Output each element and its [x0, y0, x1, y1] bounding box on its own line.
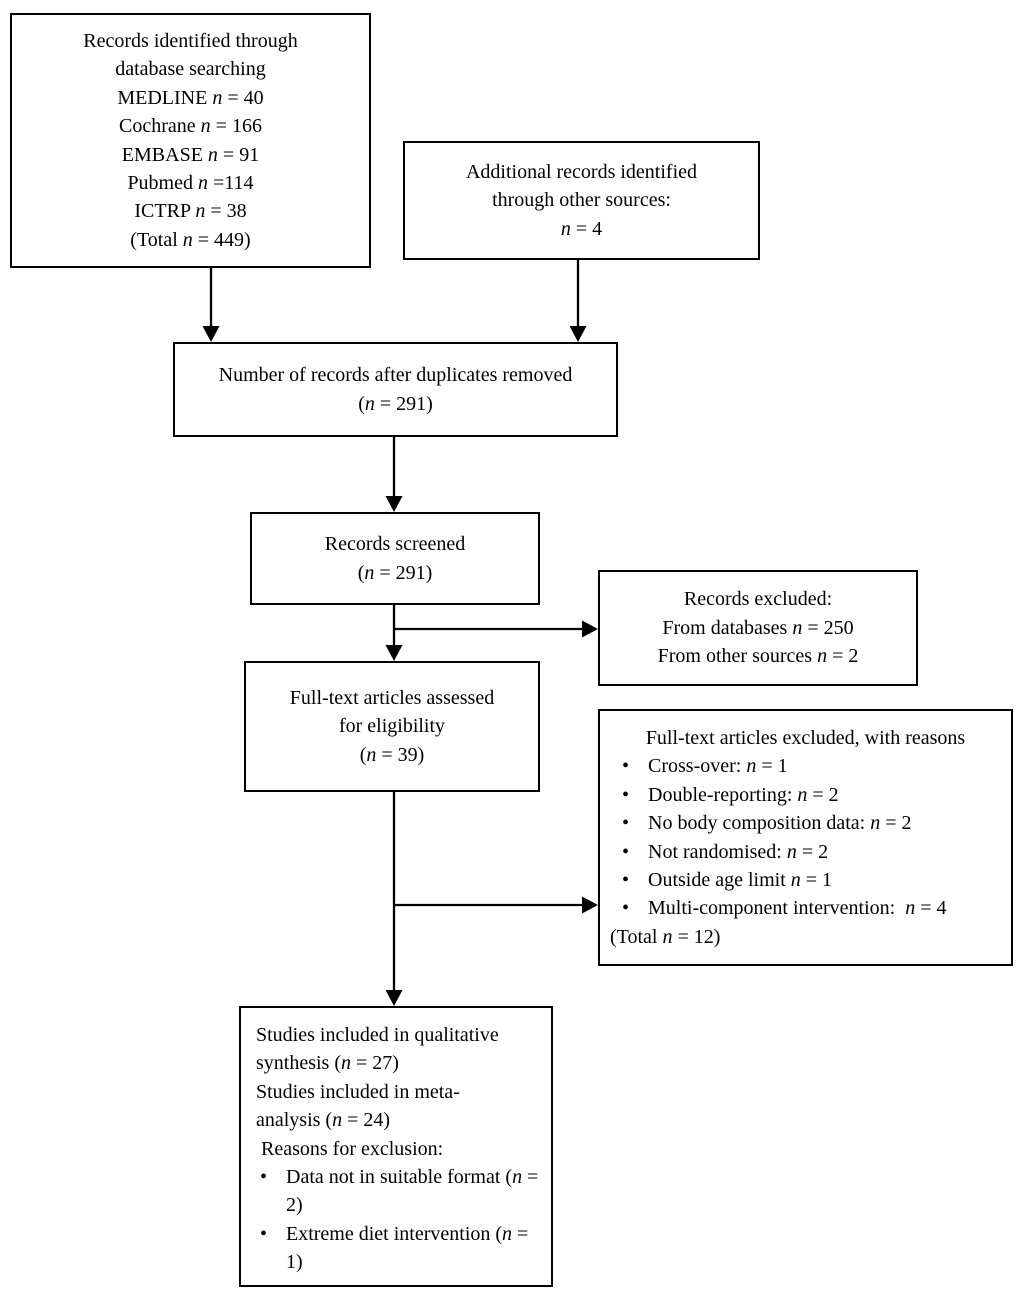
bullet-icon	[610, 752, 648, 780]
box-fulltext-assessed: Full-text articles assessed for eligibil…	[244, 661, 540, 792]
text-line: Pubmed n =114	[127, 171, 254, 194]
text-line: through other sources:	[492, 189, 671, 212]
text-line: Records excluded:	[683, 588, 833, 611]
arrow-fulltext-to-included	[385, 792, 403, 1006]
text-line: (n = 39)	[359, 743, 425, 766]
text-line: analysis (n = 24)	[256, 1109, 391, 1132]
bullet-icon	[256, 1220, 286, 1248]
bullet-text: (n = 1)	[286, 1222, 534, 1274]
text-line: From databases n = 250	[662, 616, 854, 639]
bullet-item: Double-reporting: n = 2	[610, 781, 1001, 809]
text-line: (Total n = 449)	[130, 228, 251, 251]
bullet-text: Not randomised: n = 2	[648, 840, 829, 863]
text-line: (n = 291)	[357, 561, 433, 584]
arrow-screened-to-records-excluded	[394, 620, 598, 638]
text-line: Additional records identified	[465, 160, 698, 183]
bullet-item: Multi-component intervention: n = 4	[610, 894, 1001, 922]
box-fulltext-excluded: Full-text articles excluded, with reason…	[598, 709, 1013, 966]
bullet-text: (n = 2)	[286, 1166, 544, 1217]
text-line: synthesis (n = 27)	[256, 1052, 399, 1075]
bullet-item: No body composition data: n = 2	[610, 809, 1001, 837]
arrow-fulltext-to-fulltext-excluded	[394, 896, 598, 914]
bullet-item: Outside age limit n = 1	[610, 866, 1001, 894]
bullet-icon	[256, 1163, 286, 1191]
bullet-item: Cross-over: n = 1	[610, 752, 1001, 780]
text-line: ICTRP n = 38	[134, 200, 247, 223]
text-line: MEDLINE n = 40	[117, 86, 264, 109]
bullet-icon	[610, 781, 648, 809]
box-records-screened: Records screened (n = 291)	[250, 512, 540, 605]
bullet-item: Data not in suitable format (n = 2)	[256, 1163, 541, 1220]
bullet-text: Outside age limit n = 1	[648, 869, 833, 892]
bullet-item: Extreme diet intervention (n = 1)	[256, 1220, 541, 1277]
arrow-identified-to-duplicates	[202, 268, 220, 342]
box-footer: (Total n = 12)	[610, 925, 721, 948]
bullet-text: Data not in suitable format	[286, 1166, 501, 1189]
bullet-item: Not randomised: n = 2	[610, 838, 1001, 866]
text-line: n = 4	[560, 217, 603, 240]
box-additional-records: Additional records identified through ot…	[403, 141, 760, 260]
box-records-identified: Records identified through database sear…	[10, 13, 371, 268]
box-duplicates-removed: Number of records after duplicates remov…	[173, 342, 618, 437]
text-line: Records identified through	[83, 29, 298, 52]
text-line: From other sources n = 2	[657, 645, 859, 668]
box-studies-included: Studies included in qualitative synthesi…	[239, 1006, 553, 1287]
text-line: Studies included in meta-	[256, 1080, 460, 1103]
text-line: for eligibility	[338, 715, 446, 738]
text-line: Reasons for exclusion:	[261, 1137, 444, 1160]
bullet-icon	[610, 866, 648, 894]
bullet-text: No body composition data: n = 2	[648, 812, 912, 835]
text-line: Cochrane n = 166	[119, 115, 262, 138]
box-title: Full-text articles excluded, with reason…	[645, 727, 966, 749]
arrow-screened-to-fulltext	[385, 605, 403, 661]
bullet-icon	[610, 838, 648, 866]
bullet-text: Extreme diet intervention	[286, 1222, 491, 1245]
bullet-text: Double-reporting: n = 2	[648, 783, 839, 806]
text-line: database searching	[115, 58, 266, 81]
text-line: Records screened	[324, 533, 466, 556]
bullet-text: Multi-component intervention: n = 4	[648, 897, 947, 920]
arrow-additional-to-duplicates	[569, 260, 587, 342]
box-records-excluded: Records excluded: From databases n = 250…	[598, 570, 918, 686]
arrow-duplicates-to-screened	[385, 437, 403, 512]
text-line: (n = 291)	[358, 392, 433, 415]
bullet-icon	[610, 894, 648, 922]
text-line: EMBASE n = 91	[121, 143, 260, 166]
bullet-text: Cross-over: n = 1	[648, 755, 788, 778]
text-line: Full-text articles assessed	[289, 686, 495, 709]
bullet-icon	[610, 809, 648, 837]
text-line: Number of records after duplicates remov…	[218, 364, 573, 387]
text-line: Studies included in qualitative	[256, 1024, 499, 1046]
